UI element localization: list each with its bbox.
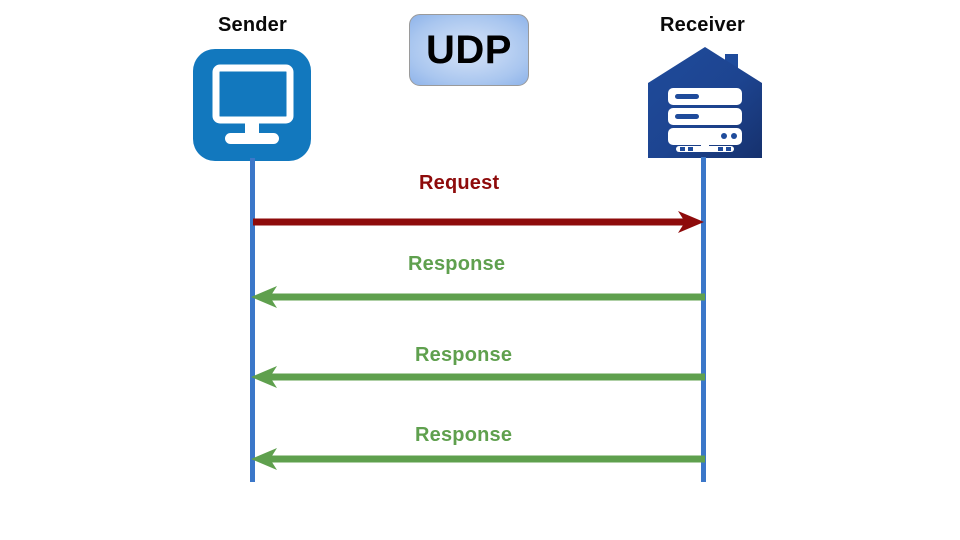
sender-lifeline — [250, 158, 255, 482]
message-arrow-response-2 — [251, 366, 705, 388]
message-label-response-3: Response — [415, 424, 513, 446]
receiver-label: Receiver — [660, 14, 745, 36]
udp-badge-label: UDP — [426, 27, 512, 72]
message-label-request: Request — [419, 172, 500, 194]
message-arrow-response-1 — [251, 286, 705, 308]
message-arrow-request — [253, 211, 704, 233]
message-label-response-1: Response — [408, 253, 506, 275]
server-house-icon — [646, 45, 764, 162]
message-label-response-2: Response — [415, 344, 513, 366]
receiver-lifeline — [701, 157, 706, 482]
udp-protocol-badge: UDP — [409, 14, 529, 86]
desktop-monitor-icon — [192, 48, 312, 162]
message-arrow-response-3 — [251, 448, 705, 470]
sender-label: Sender — [217, 14, 287, 36]
